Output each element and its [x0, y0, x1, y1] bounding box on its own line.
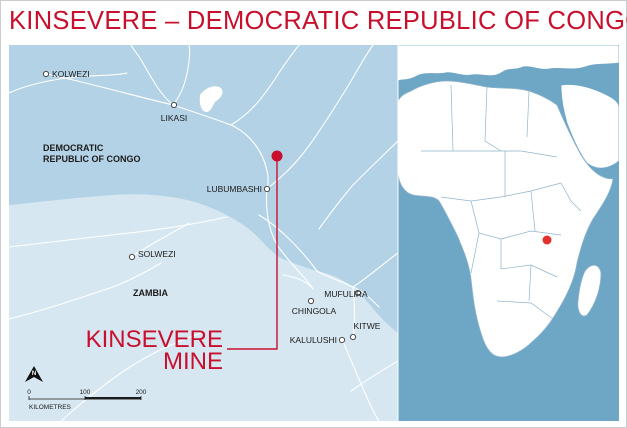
mine-leader	[227, 150, 283, 350]
label-kalulushi: KALULUSHI	[290, 335, 337, 345]
africa-inset-map	[398, 45, 619, 421]
drc-region	[9, 45, 398, 333]
arabia-landmass	[560, 84, 619, 169]
label-drc-line2: REPUBLIC OF CONGO	[43, 154, 141, 164]
mine-label-line1: KINSEVERE	[86, 326, 223, 353]
label-kolwezi: KOLWEZI	[52, 69, 90, 79]
label-likasi: LIKASI	[161, 113, 187, 123]
label-drc-line1: DEMOCRATIC	[43, 143, 104, 153]
label-solwezi: SOLWEZI	[138, 249, 176, 259]
label-chingola: CHINGOLA	[292, 306, 337, 316]
europe-landmass	[398, 45, 619, 82]
city-marker-kitwe	[349, 333, 357, 341]
city-marker-chingola	[307, 297, 315, 305]
mine-location-marker	[271, 150, 283, 162]
mine-label-line2: MINE	[163, 348, 223, 375]
roads	[9, 45, 398, 421]
city-marker-kalulushi	[338, 336, 346, 344]
scale-unit: KILOMETRES	[29, 404, 72, 411]
city-marker-lubumbashi	[263, 185, 271, 193]
regional-map: KOLWEZI LIKASI LUBUMBASHI SOLWEZI MUFULI…	[9, 45, 398, 421]
svg-text:N: N	[32, 371, 36, 377]
map-title: KINSEVERE – DEMOCRATIC REPUBLIC OF CONGO	[9, 7, 627, 35]
city-marker-mufulira	[354, 289, 362, 297]
label-mufulira: MUFULIRA	[324, 289, 368, 299]
country-borders	[421, 84, 582, 320]
inset-mine-marker	[542, 235, 552, 245]
madagascar	[577, 264, 602, 317]
lake	[199, 86, 223, 112]
label-lubumbashi: LUBUMBASHI	[207, 184, 262, 194]
label-kitwe: KITWE	[354, 321, 381, 331]
scale-bar	[28, 396, 142, 400]
scale-tick-100: 100	[80, 389, 91, 396]
city-markers	[42, 70, 362, 344]
city-marker-kolwezi	[42, 70, 50, 78]
city-marker-likasi	[170, 101, 178, 109]
scale-tick-0: 0	[27, 389, 31, 396]
label-zambia: ZAMBIA	[133, 288, 168, 298]
north-arrow-icon: N	[25, 366, 43, 382]
scale-tick-200: 200	[136, 389, 147, 396]
city-marker-solwezi	[128, 253, 136, 261]
